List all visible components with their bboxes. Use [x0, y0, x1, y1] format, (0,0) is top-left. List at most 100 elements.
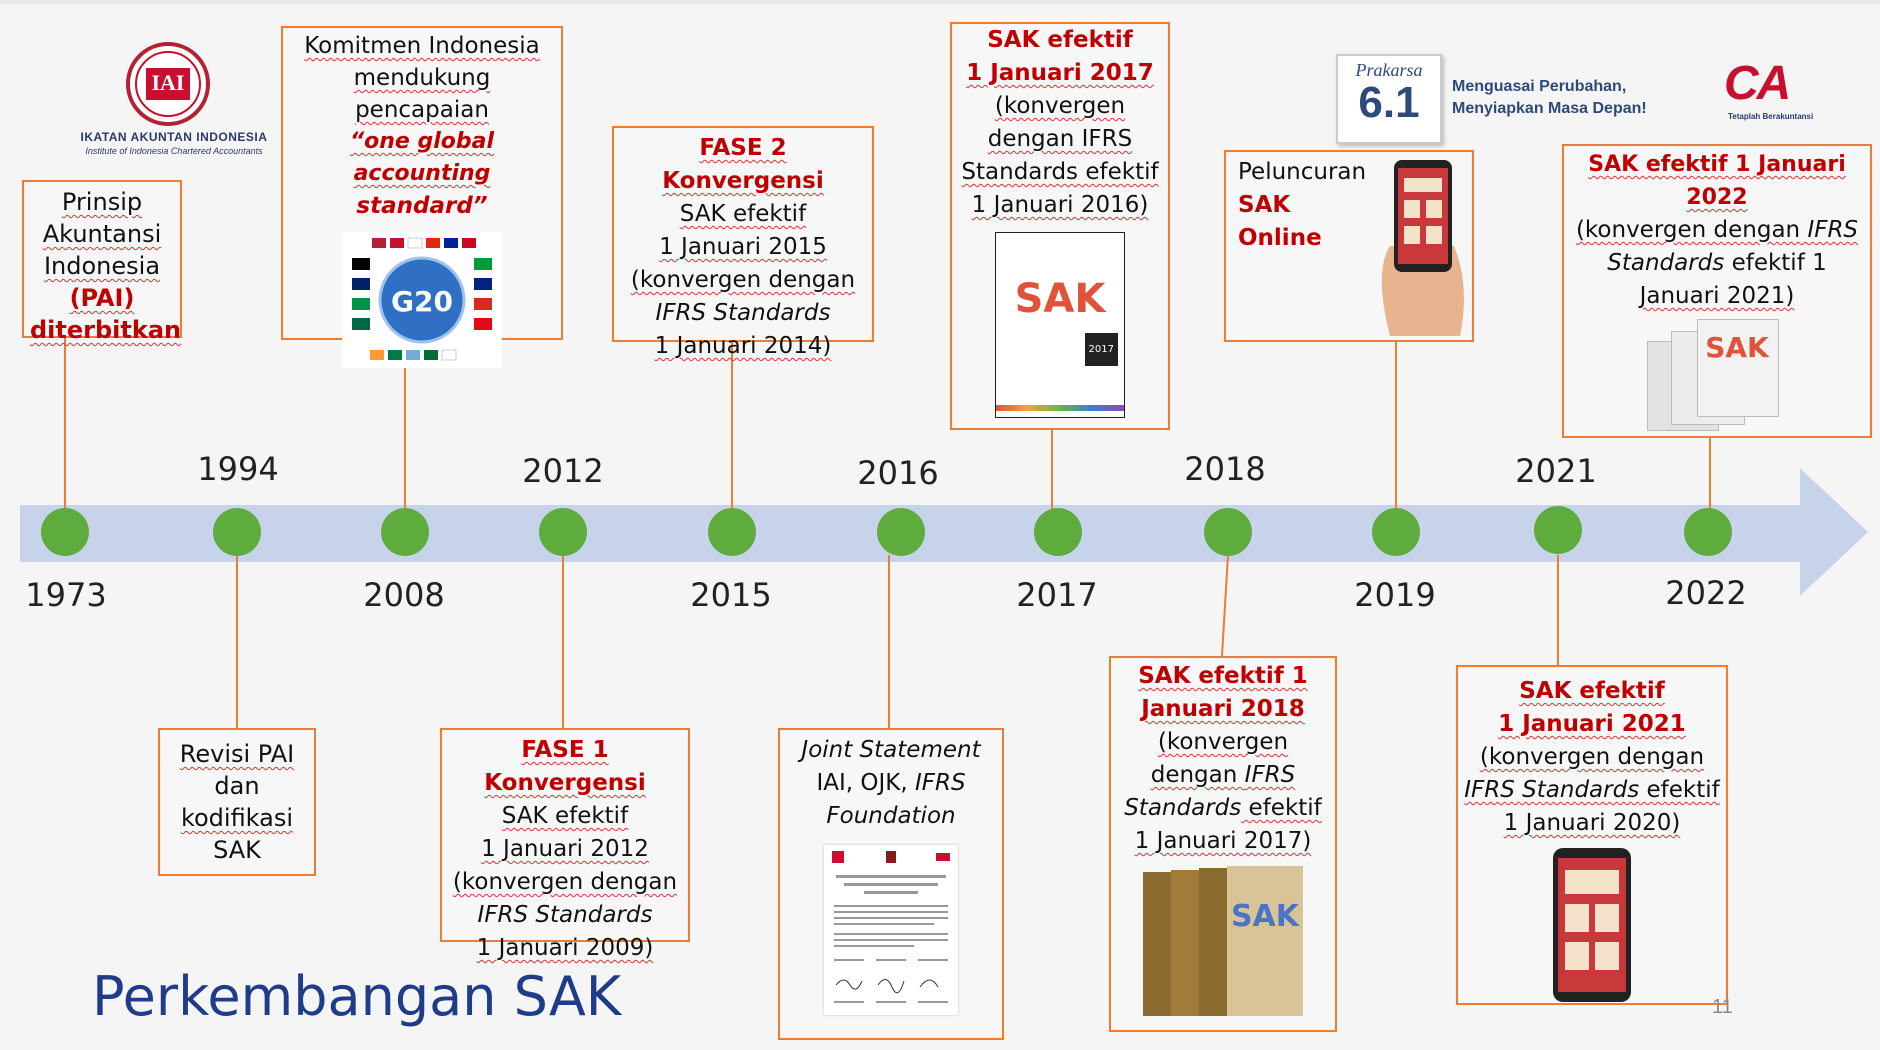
event-2018-line2: Januari 2018	[1141, 696, 1305, 722]
dot-2018	[1204, 508, 1252, 556]
year-2016: 2016	[857, 454, 939, 492]
event-1994-line3: kodifikasi	[180, 804, 294, 832]
event-2012-line5: IFRS Standards	[477, 902, 653, 928]
prakarsa-logo: Prakarsa 6.1	[1336, 54, 1442, 144]
event-1973-line2: Akuntansi	[42, 220, 162, 248]
event-2019-line3: Online	[1238, 225, 1322, 251]
event-2008-line4: standard”	[356, 193, 488, 219]
event-2022-line2: (konvergen dengan	[1575, 217, 1808, 243]
event-1973-box: Prinsip Akuntansi Indonesia (PAI) diterb…	[22, 180, 182, 344]
event-2019-line2: SAK	[1238, 192, 1291, 218]
year-1994: 1994	[197, 450, 279, 488]
g20-label: G20	[391, 285, 453, 318]
sak-2021-phone	[1553, 848, 1631, 1002]
event-1973-line3: Indonesia	[43, 252, 161, 280]
dot-2015	[708, 508, 756, 556]
event-2017-line4: dengan IFRS	[987, 126, 1133, 152]
event-2017-line1: SAK efektif	[987, 27, 1133, 53]
sak-cover-stripe	[996, 405, 1124, 411]
event-2021-line1: SAK efektif	[1519, 678, 1665, 704]
event-2021-line4b: efektif	[1639, 777, 1720, 803]
ca-logo: CA	[1724, 57, 1791, 110]
year-2022: 2022	[1665, 574, 1747, 612]
event-2015-line3: 1 Januari 2015	[659, 234, 827, 260]
event-2012-line3: 1 Januari 2012	[481, 836, 649, 862]
event-2008-line1: Komitmen Indonesia	[304, 33, 540, 59]
sak-2018-books: SAK	[1143, 866, 1303, 1016]
year-2015: 2015	[690, 576, 772, 614]
event-2016-line1: Joint Statement	[801, 737, 981, 763]
dot-2022	[1684, 508, 1732, 556]
event-1994-box: Revisi PAI dan kodifikasi SAK	[158, 728, 316, 876]
event-1973-line5: diterbitkan	[30, 316, 182, 344]
book-front-label: SAK	[1230, 899, 1300, 934]
event-2018-line6: 1 Januari 2017)	[1134, 828, 1312, 854]
event-2018-line1: SAK efektif 1	[1138, 663, 1308, 689]
prakarsa-word: Prakarsa	[1355, 60, 1423, 80]
event-2017-line5: Standards efektif	[961, 159, 1159, 185]
event-2015-line6: 1 Januari 2014)	[654, 333, 832, 359]
event-2019-line1: Peluncuran	[1238, 159, 1367, 185]
dot-2019	[1372, 508, 1420, 556]
page-number: 11	[1712, 996, 1733, 1018]
prakarsa-number: 6.1	[1358, 78, 1420, 127]
event-2017-line3: (konvergen	[994, 93, 1126, 119]
year-1973: 1973	[25, 576, 107, 614]
dot-2008	[381, 508, 429, 556]
event-2018-box: SAK efektif 1 Januari 2018 (konvergen de…	[1109, 656, 1337, 1032]
event-2015-box: FASE 2 Konvergensi SAK efektif 1 Januari…	[612, 126, 874, 359]
event-2018-line4b: IFRS	[1244, 762, 1296, 788]
document-icon	[832, 851, 950, 1003]
dot-2012	[539, 508, 587, 556]
event-2008-line3: “one global accounting	[349, 129, 495, 186]
book-spine-1	[1143, 872, 1173, 1016]
g20-globe-icon	[352, 237, 492, 361]
smartphone-icon	[1553, 848, 1631, 1002]
book-spine-2	[1171, 870, 1201, 1016]
event-2016-line2b: IFRS	[914, 770, 966, 796]
year-2017: 2017	[1016, 576, 1098, 614]
sak-2022-books: SAK	[1647, 319, 1787, 431]
event-2017-box: SAK efektif 1 Januari 2017 (konvergen de…	[950, 22, 1170, 430]
event-2016-box: Joint Statement IAI, OJK, IFRS Foundatio…	[778, 728, 1004, 1040]
event-2012-line2: SAK efektif	[501, 803, 629, 829]
event-2012-line4: (konvergen dengan	[452, 869, 678, 895]
event-2021-line2: 1 Januari 2021	[1498, 711, 1686, 737]
sak-2017-book-cover: SAK 2017	[995, 232, 1125, 418]
event-2019-box: Peluncuran SAK Online	[1224, 150, 1474, 342]
year-2019: 2019	[1354, 576, 1436, 614]
event-1973-line4: (PAI)	[69, 284, 135, 312]
event-2022-line2b: IFRS	[1807, 217, 1859, 243]
g20-image: G20	[342, 232, 502, 368]
year-2012: 2012	[522, 452, 604, 490]
event-2017-line6: 1 Januari 2016)	[971, 192, 1149, 218]
book-top	[1697, 319, 1779, 417]
iai-mark: IAI	[151, 70, 185, 95]
event-2022-line3: Standards	[1607, 250, 1725, 276]
connector-2018	[1221, 554, 1229, 657]
event-2022-box: SAK efektif 1 Januari 2022 (konvergen de…	[1562, 144, 1872, 438]
iai-logo: IAI IKATAN AKUNTAN INDONESIA Institute o…	[60, 40, 280, 160]
event-1994-line4: SAK	[213, 836, 261, 864]
ca-logo-sub: Tetaplah Berakuntansi	[1728, 112, 1814, 121]
dot-2021	[1534, 506, 1582, 554]
event-2018-line4: dengan	[1150, 762, 1245, 788]
tagline-line2: Menyiapkan Masa Depan!	[1452, 100, 1647, 117]
event-1973-line1: Prinsip	[61, 188, 143, 216]
event-2021-line4: IFRS Standards	[1464, 777, 1640, 803]
year-2008: 2008	[363, 576, 445, 614]
slide-title: Perkembangan SAK	[92, 965, 622, 1028]
event-2015-line5: IFRS Standards	[655, 300, 831, 326]
iai-subtitle: Institute of Indonesia Chartered Account…	[85, 146, 263, 156]
top-border	[0, 0, 1880, 4]
event-2022-line4: Januari 2021)	[1639, 283, 1795, 309]
event-2012-line6: 1 Januari 2009)	[476, 935, 654, 961]
event-2008-line2: mendukung pencapaian	[353, 65, 491, 123]
event-2012-line1: FASE 1 Konvergensi	[484, 737, 646, 796]
event-2022-line1: SAK efektif 1 Januari 2022	[1588, 152, 1846, 210]
dot-1994	[213, 508, 261, 556]
book-top-label: SAK	[1705, 331, 1769, 364]
smartphone-hand-icon	[1381, 160, 1464, 336]
year-2021: 2021	[1515, 452, 1597, 490]
